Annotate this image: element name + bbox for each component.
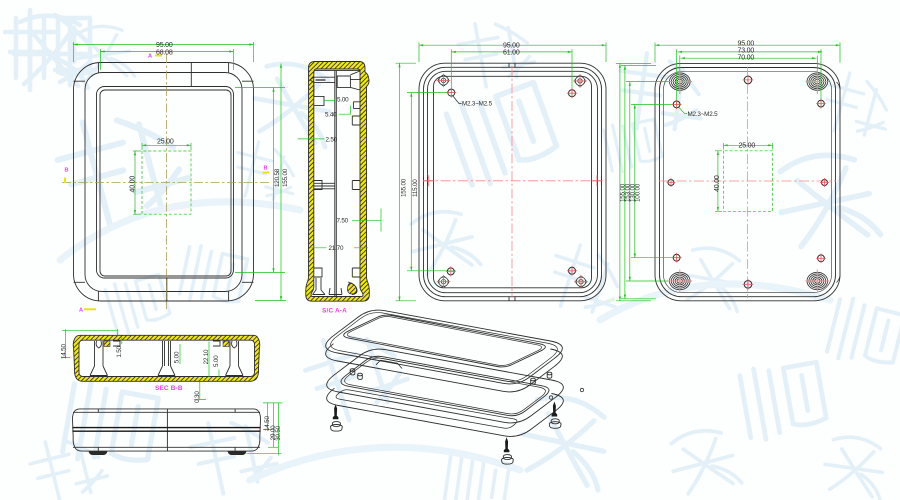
svg-text:M2.3~M2.5: M2.3~M2.5 — [688, 111, 719, 118]
svg-text:5.00: 5.00 — [337, 97, 349, 104]
svg-text:14.50: 14.50 — [264, 416, 271, 431]
svg-text:70.00: 70.00 — [738, 55, 755, 62]
svg-text:155.00: 155.00 — [401, 178, 408, 197]
svg-text:95.00: 95.00 — [503, 43, 520, 50]
svg-text:B: B — [65, 168, 69, 174]
svg-text:95.00: 95.00 — [156, 42, 173, 49]
svg-text:A: A — [148, 54, 152, 60]
svg-text:5.00: 5.00 — [173, 351, 180, 363]
svg-text:1.50: 1.50 — [116, 345, 123, 357]
svg-text:61.00: 61.00 — [503, 50, 520, 57]
svg-text:M2.3~M2.5: M2.3~M2.5 — [462, 101, 493, 108]
svg-text:5.00: 5.00 — [213, 355, 220, 367]
svg-text:S/C A-A: S/C A-A — [322, 308, 347, 315]
svg-text:7.50: 7.50 — [337, 218, 349, 225]
svg-text:21.70: 21.70 — [329, 245, 344, 252]
svg-text:2.50: 2.50 — [326, 136, 338, 143]
svg-text:25.00: 25.00 — [739, 143, 756, 150]
svg-text:155.00: 155.00 — [282, 168, 289, 187]
svg-text:153.00: 153.00 — [625, 183, 632, 202]
svg-text:100.00: 100.00 — [634, 183, 641, 202]
svg-text:95.00: 95.00 — [738, 41, 755, 48]
svg-text:73.00: 73.00 — [738, 48, 755, 55]
svg-text:30.50: 30.50 — [275, 425, 282, 440]
svg-text:A: A — [79, 308, 83, 314]
svg-text:25.00: 25.00 — [157, 139, 174, 146]
svg-text:22.10: 22.10 — [203, 349, 210, 364]
svg-text:5.40: 5.40 — [325, 112, 337, 119]
svg-text:155.00: 155.00 — [620, 183, 627, 202]
svg-text:SEC B-B: SEC B-B — [155, 385, 183, 392]
svg-text:40.00: 40.00 — [714, 175, 721, 192]
svg-text:29.00: 29.00 — [270, 425, 277, 440]
svg-text:120.58: 120.58 — [274, 168, 281, 187]
svg-text:B: B — [264, 166, 268, 172]
svg-text:40.00: 40.00 — [130, 176, 137, 193]
svg-text:68.08: 68.08 — [156, 50, 173, 57]
svg-text:115.00: 115.00 — [412, 179, 419, 197]
svg-text:14.50: 14.50 — [61, 344, 68, 359]
svg-text:0.30: 0.30 — [194, 391, 201, 403]
svg-text:130.00: 130.00 — [630, 183, 637, 202]
